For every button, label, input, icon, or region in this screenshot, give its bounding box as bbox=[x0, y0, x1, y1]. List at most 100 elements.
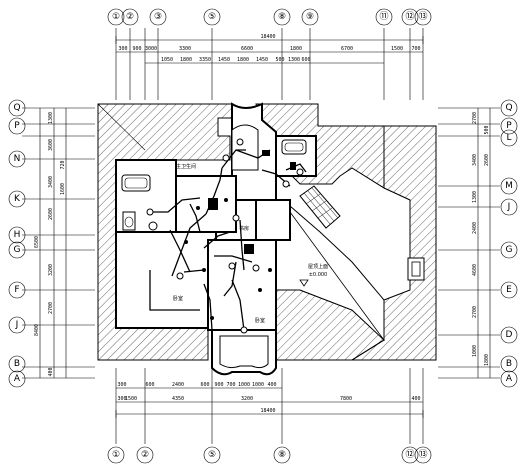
axis-top-5: ⑤ bbox=[208, 12, 216, 22]
svg-text:1000: 1000 bbox=[472, 345, 478, 357]
svg-text:2600: 2600 bbox=[48, 208, 54, 220]
svg-text:700: 700 bbox=[226, 382, 235, 388]
axis-left-p: P bbox=[14, 121, 20, 131]
svg-text:3000: 3000 bbox=[145, 46, 157, 52]
svg-text:1500: 1500 bbox=[391, 46, 403, 52]
axis-right-p: P bbox=[506, 121, 512, 131]
axis-right-a: A bbox=[506, 374, 513, 384]
dimension-lines-bottom bbox=[115, 387, 424, 418]
dimension-lines-right bbox=[477, 108, 491, 378]
dims-bottom-row1: 300 600 2400 600 900 700 1000 1000 400 bbox=[117, 382, 276, 388]
axis-bubbles-top: ① ② ③ ⑤ ⑧ ⑨ ⑪ ⑫ ⑬ bbox=[107, 8, 432, 26]
dims-bottom-row2: 300 1500 4350 3200 7800 400 bbox=[117, 396, 420, 402]
svg-text:500: 500 bbox=[484, 125, 490, 134]
dims-left: 1300 3600 720 3400 1600 2600 3200 2700 4… bbox=[34, 112, 66, 377]
axis-top-2: ② bbox=[126, 12, 134, 22]
svg-text:3600: 3600 bbox=[48, 139, 54, 151]
axis-bubbles-left: Q P N K H G F J B A bbox=[8, 99, 26, 388]
svg-text:7800: 7800 bbox=[340, 396, 352, 402]
axis-left-n: N bbox=[14, 154, 21, 164]
svg-text:1300: 1300 bbox=[288, 57, 300, 63]
room-label-bedroom-b: 卧室 bbox=[255, 317, 265, 324]
axis-top-12: ⑫ bbox=[405, 11, 414, 22]
dims-top-row2: 1050 1800 3350 1450 1800 1450 500 1300 6… bbox=[161, 57, 311, 63]
svg-text:4350: 4350 bbox=[172, 396, 184, 402]
axis-bottom-12: ⑫ bbox=[405, 449, 414, 460]
svg-text:900: 900 bbox=[214, 382, 223, 388]
terrace-elevation: ±0.000 bbox=[309, 272, 328, 278]
svg-text:700: 700 bbox=[411, 46, 420, 52]
axis-right-e: E bbox=[506, 285, 512, 295]
svg-text:6700: 6700 bbox=[341, 46, 353, 52]
svg-text:900: 900 bbox=[132, 46, 141, 52]
room-label-bedroom-a: 卧室 bbox=[173, 295, 183, 302]
svg-text:400: 400 bbox=[48, 367, 54, 376]
svg-text:8400: 8400 bbox=[34, 324, 40, 336]
svg-text:300: 300 bbox=[117, 396, 126, 402]
axis-top-9: ⑨ bbox=[306, 12, 314, 22]
sink-icon bbox=[148, 138, 304, 231]
svg-text:500: 500 bbox=[275, 57, 284, 63]
dims-right: 2700 500 3400 2600 1300 2400 4600 2700 1… bbox=[472, 112, 490, 366]
axis-left-k: K bbox=[14, 194, 21, 204]
svg-text:400: 400 bbox=[411, 396, 420, 402]
stair-icon bbox=[299, 185, 341, 229]
svg-text:3300: 3300 bbox=[179, 46, 191, 52]
axis-left-j: J bbox=[15, 320, 19, 330]
svg-text:1000: 1000 bbox=[252, 382, 264, 388]
svg-text:2600: 2600 bbox=[484, 154, 490, 166]
svg-text:2400: 2400 bbox=[172, 382, 184, 388]
svg-text:1050: 1050 bbox=[161, 57, 173, 63]
axis-bottom-5: ⑤ bbox=[208, 450, 216, 460]
room-label-study: 书房 bbox=[239, 225, 249, 232]
light-fixture-icon bbox=[146, 154, 290, 334]
axis-right-m: M bbox=[505, 181, 513, 191]
svg-text:300: 300 bbox=[117, 382, 126, 388]
axis-top-11: ⑪ bbox=[379, 11, 388, 22]
toilet-icon bbox=[122, 211, 136, 231]
svg-text:1800: 1800 bbox=[237, 57, 249, 63]
dimension-lines-left bbox=[39, 108, 67, 378]
axis-top-3: ③ bbox=[154, 12, 162, 22]
svg-text:2700: 2700 bbox=[472, 306, 478, 318]
axis-bottom-2: ② bbox=[141, 450, 149, 460]
room-label-terrace: 屋顶上面 bbox=[308, 263, 328, 270]
room-label-master-bath: 主卫生间 bbox=[176, 163, 196, 170]
axis-right-b: B bbox=[506, 359, 512, 369]
svg-text:1300: 1300 bbox=[48, 112, 54, 124]
svg-text:720: 720 bbox=[60, 160, 66, 169]
axis-right-g: G bbox=[506, 245, 513, 255]
svg-text:1450: 1450 bbox=[218, 57, 230, 63]
axis-bottom-13: ⑬ bbox=[418, 449, 427, 460]
axis-bottom-1: ① bbox=[112, 450, 120, 460]
svg-text:3350: 3350 bbox=[199, 57, 211, 63]
distribution-box-icon bbox=[208, 150, 296, 254]
svg-text:600: 600 bbox=[200, 382, 209, 388]
svg-text:3400: 3400 bbox=[472, 154, 478, 166]
svg-text:1000: 1000 bbox=[238, 382, 250, 388]
svg-text:4600: 4600 bbox=[472, 264, 478, 276]
dims-top-row1: 300 900 3000 3300 6600 1800 6700 1500 70… bbox=[118, 46, 420, 52]
axis-right-l: L bbox=[506, 133, 511, 143]
bathtub-icon bbox=[121, 174, 151, 192]
grid-lines-horizontal bbox=[22, 107, 500, 379]
svg-text:6600: 6600 bbox=[241, 46, 253, 52]
svg-text:600: 600 bbox=[145, 382, 154, 388]
svg-text:300: 300 bbox=[118, 46, 127, 52]
axis-right-j: J bbox=[507, 202, 511, 212]
dim-top-total: 18400 bbox=[260, 34, 275, 40]
svg-text:400: 400 bbox=[267, 382, 276, 388]
svg-text:3200: 3200 bbox=[241, 396, 253, 402]
svg-text:6500: 6500 bbox=[34, 236, 40, 248]
svg-text:3400: 3400 bbox=[48, 176, 54, 188]
svg-text:1450: 1450 bbox=[256, 57, 268, 63]
svg-text:1500: 1500 bbox=[125, 396, 137, 402]
bathtub-icon bbox=[281, 139, 307, 155]
dimension-lines-top bbox=[115, 36, 424, 64]
switch-icon bbox=[184, 198, 272, 320]
axis-bubbles-bottom: ① ② ⑤ ⑧ ⑫ ⑬ bbox=[107, 446, 432, 464]
axis-top-1: ① bbox=[112, 12, 120, 22]
axis-bottom-8: ⑧ bbox=[278, 450, 286, 460]
svg-text:2700: 2700 bbox=[48, 302, 54, 314]
axis-left-b: B bbox=[14, 359, 20, 369]
